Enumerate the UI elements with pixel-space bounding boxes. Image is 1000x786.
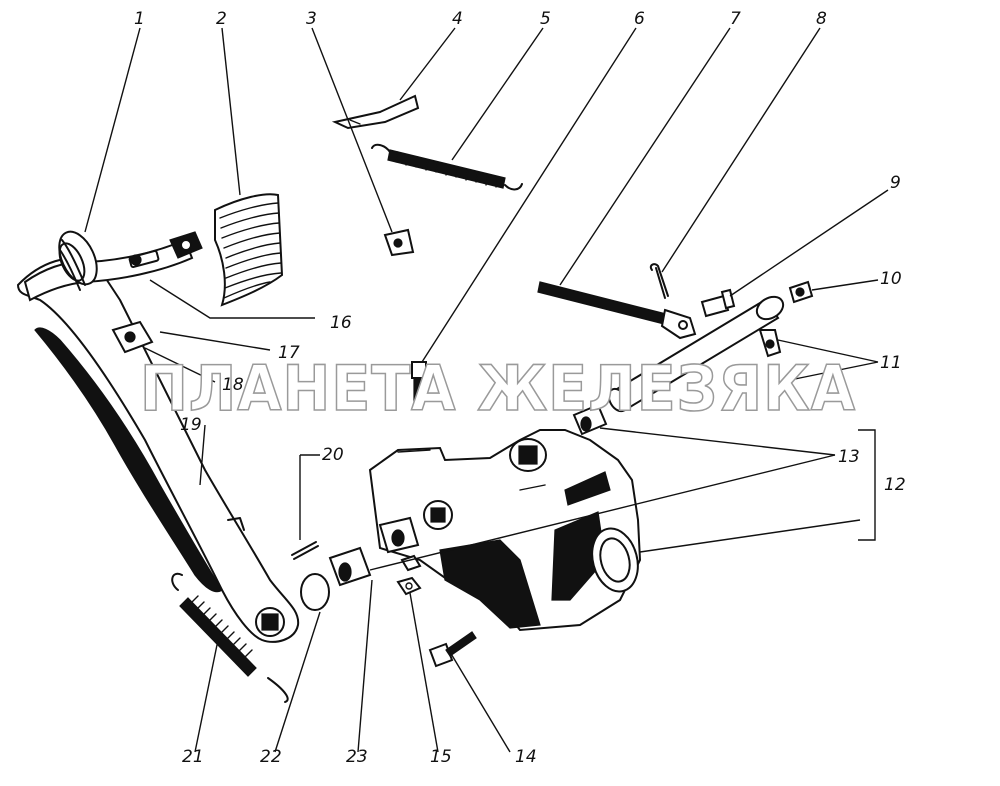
bushing-upper xyxy=(572,403,608,436)
bushing-lower xyxy=(328,546,372,587)
bracket-plate xyxy=(331,94,420,130)
callout-5: 5 xyxy=(540,9,551,29)
callout-20: 20 xyxy=(322,445,344,465)
callout-16: 16 xyxy=(330,313,352,333)
callout-3: 3 xyxy=(306,9,317,29)
callout-2: 2 xyxy=(216,9,227,29)
callout-15: 15 xyxy=(430,747,452,767)
callout-labels: 1 2 3 4 5 6 7 8 9 10 11 12 13 14 15 16 1… xyxy=(134,9,906,767)
return-spring-lower xyxy=(171,572,289,703)
small-washer xyxy=(400,554,422,572)
callout-18: 18 xyxy=(222,375,244,395)
callout-23: 23 xyxy=(346,747,368,767)
cotter-pin-small xyxy=(291,541,319,560)
pedal-housing xyxy=(368,429,642,632)
callout-19: 19 xyxy=(180,415,202,435)
hex-bolt-long xyxy=(411,361,427,405)
callout-12: 12 xyxy=(884,475,906,495)
callout-1: 1 xyxy=(134,9,145,29)
callout-17: 17 xyxy=(278,343,300,363)
callout-11: 11 xyxy=(880,353,902,373)
callout-13: 13 xyxy=(838,447,860,467)
small-nut xyxy=(396,576,422,596)
callout-9: 9 xyxy=(890,173,901,193)
leader-lines xyxy=(84,27,889,753)
callout-14: 14 xyxy=(515,747,537,767)
shaft-bolt xyxy=(128,249,160,269)
callout-6: 6 xyxy=(634,9,645,29)
pedal-pad xyxy=(214,193,284,307)
callout-7: 7 xyxy=(730,9,741,29)
hex-bolt-short xyxy=(428,631,477,668)
watermark: ПЛАНЕТА ЖЕЛЕЗЯКА xyxy=(140,352,856,425)
cotter-pin xyxy=(649,263,669,299)
pedal-shaft-assembly xyxy=(607,295,785,413)
adjusting-rod xyxy=(537,281,697,340)
callout-22: 22 xyxy=(260,747,282,767)
callout-8: 8 xyxy=(816,9,827,29)
clevis-pin xyxy=(700,288,736,318)
callout-10: 10 xyxy=(880,269,902,289)
small-clip xyxy=(383,228,415,257)
grease-fitting xyxy=(788,280,814,304)
pedal-lever xyxy=(16,257,300,643)
ring-washer xyxy=(300,573,330,611)
callout-21: 21 xyxy=(182,747,204,767)
callout-4: 4 xyxy=(452,9,463,29)
return-spring-upper xyxy=(371,143,523,191)
bushing-block xyxy=(111,320,154,354)
